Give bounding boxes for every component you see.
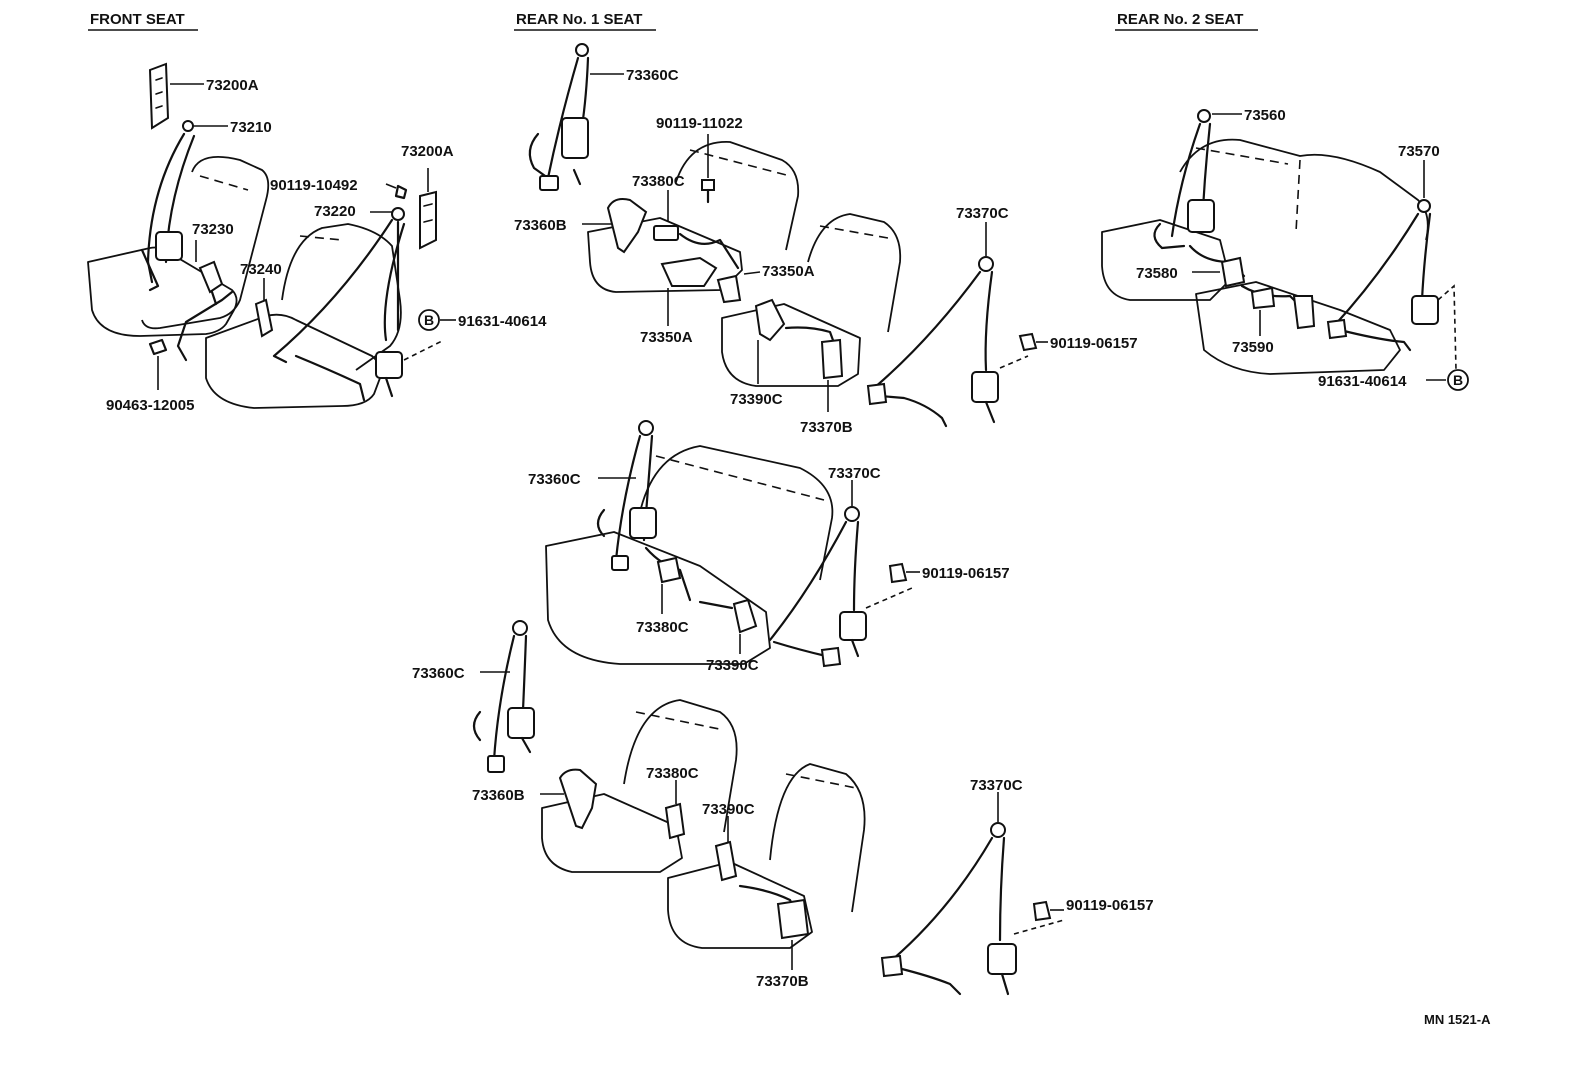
rear1-side-seat (721, 213, 902, 387)
label-rear1-73390c: 73390C (730, 391, 783, 408)
label-bottom-73360b: 73360B (472, 787, 525, 804)
rear1-belt-73370b (784, 326, 844, 412)
middle-bench-seat (545, 445, 834, 665)
label-73230: 73230 (192, 221, 234, 238)
rear1-bench-seat (587, 141, 800, 293)
label-rear1-73350a-bottom: 73350A (640, 329, 693, 346)
label-73210: 73210 (230, 119, 272, 136)
label-bottom-73370b: 73370B (756, 973, 809, 990)
label-middle-73360c: 73360C (528, 471, 581, 488)
label-rear1-73360c: 73360C (626, 67, 679, 84)
label-rear2-73570: 73570 (1398, 143, 1440, 160)
rear1-bolt-90119-06157 (1018, 332, 1048, 352)
marker-b-rear2-text: B (1453, 372, 1463, 388)
bottom-buckle-73390c (714, 816, 738, 882)
label-73240: 73240 (240, 261, 282, 278)
bottom-buckle-73380c (664, 780, 686, 840)
rear1-buckle-73390c (754, 298, 786, 384)
label-middle-73370c: 73370C (828, 465, 881, 482)
front-right-seat (205, 223, 402, 409)
label-90119-10492: 90119-10492 (270, 177, 358, 194)
front-right-belt-73220 (272, 207, 445, 402)
heading-rear-no1-seat: REAR No. 1 SEAT (516, 11, 642, 28)
label-bottom-73360c: 73360C (412, 665, 465, 682)
middle-retractor-73360c (596, 420, 657, 571)
rear2-retractor-73560 (1153, 109, 1242, 250)
middle-bench-group: 73360C 73370C 90119-06157 73380C 73390C (528, 420, 1010, 674)
label-73200a-top: 73200A (206, 77, 259, 94)
bottom-seats-group: 73360C 73360B 73380C 73390C 73370B 73370… (412, 620, 1154, 996)
rear1-retractor-73360c (528, 43, 624, 191)
label-73220: 73220 (314, 203, 356, 220)
label-90463-12005: 90463-12005 (106, 397, 194, 414)
rear2-buckle-73580 (1188, 244, 1246, 288)
label-rear1-73380c: 73380C (632, 173, 685, 190)
label-rear2-73590: 73590 (1232, 339, 1274, 356)
front-left-belt-73210 (140, 120, 228, 306)
middle-bolt-90119-06157 (888, 562, 920, 584)
label-middle-73380c: 73380C (636, 619, 689, 636)
label-73200a-right: 73200A (401, 143, 454, 160)
front-seat-group: 73200A 73210 73200A 90119-10492 73220 73… (87, 62, 547, 414)
label-middle-90119-06157: 90119-06157 (922, 565, 1010, 582)
label-rear1-73350a-right: 73350A (762, 263, 815, 280)
bottom-retractor-73360c (472, 620, 535, 773)
label-bottom-73370c: 73370C (970, 777, 1023, 794)
rear2-seat-group: 73560 73570 73580 73590 91631-40614 B (1101, 107, 1469, 391)
front-belt-73240 (148, 278, 274, 390)
label-rear2-73560: 73560 (1244, 107, 1286, 124)
rear1-seat-group: 73360C 90119-11022 73380C 73360B 73350A … (514, 43, 1138, 436)
middle-retractor-73370c (768, 480, 913, 668)
rear1-retractor-73370c (866, 222, 1029, 428)
label-rear2-91631-40614: 91631-40614 (1318, 373, 1407, 390)
bottom-buckle-73360b (540, 768, 598, 830)
heading-front-seat: FRONT SEAT (90, 11, 185, 28)
middle-buckle-73380c (644, 546, 692, 614)
label-rear1-73370b: 73370B (800, 419, 853, 436)
rear1-bolt-90119-11022 (701, 134, 715, 204)
label-rear1-73370c: 73370C (956, 205, 1009, 222)
rear2-belt-73590 (1240, 284, 1316, 336)
bottom-left-seat (541, 699, 738, 873)
front-anchor-73200a-top (148, 62, 204, 130)
heading-rear-no2-seat: REAR No. 2 SEAT (1117, 11, 1243, 28)
label-middle-73390c: 73390C (706, 657, 759, 674)
middle-buckle-73390c (698, 598, 758, 654)
diagram-code: MN 1521-A (1424, 1012, 1491, 1027)
label-bottom-90119-06157: 90119-06157 (1066, 897, 1154, 914)
label-rear1-90119-06157: 90119-06157 (1050, 335, 1138, 352)
label-bottom-73380c: 73380C (646, 765, 699, 782)
bottom-retractor-73370c (880, 792, 1065, 996)
bottom-belt-73370b (738, 884, 810, 970)
rear2-retractor-73570 (1326, 160, 1457, 371)
rear1-center-belt-73350a (660, 232, 761, 326)
label-91631-40614-front: 91631-40614 (458, 313, 547, 330)
bottom-bolt-90119-06157 (1032, 900, 1064, 922)
rear1-buckle-73360b (582, 198, 648, 254)
marker-b-rear2: B (1426, 369, 1469, 391)
label-rear1-73360b: 73360B (514, 217, 567, 234)
marker-b-front-text: B (424, 312, 434, 328)
headings: FRONT SEAT REAR No. 1 SEAT REAR No. 2 SE… (88, 11, 1258, 31)
label-rear1-90119-11022: 90119-11022 (656, 115, 743, 132)
label-bottom-73390c: 73390C (702, 801, 755, 818)
front-right-anchor-73200a (385, 168, 437, 250)
marker-b-front: B (418, 309, 456, 331)
label-rear2-73580: 73580 (1136, 265, 1178, 282)
bottom-right-seat (667, 763, 866, 949)
rear1-buckle-73380c (653, 190, 679, 241)
